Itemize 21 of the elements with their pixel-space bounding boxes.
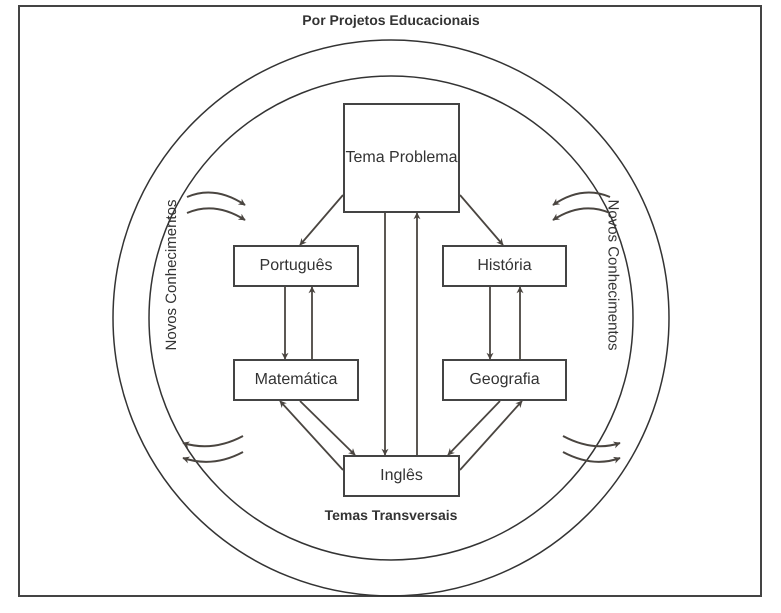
arrow (308, 286, 316, 359)
title: Por Projetos Educacionais (302, 11, 480, 30)
subject-box: Matemática (233, 359, 359, 401)
arrow (282, 287, 288, 360)
arrow (414, 212, 420, 455)
subject-box: História (442, 245, 567, 287)
subject-box: Português (233, 245, 359, 287)
arrow (459, 400, 523, 471)
arrow (299, 400, 356, 456)
arrow (299, 194, 344, 246)
arrow (279, 400, 344, 471)
band-label: Temas Transversais (324, 506, 458, 525)
arrow (447, 400, 501, 456)
arrow (382, 213, 388, 456)
subject-box: Tema Problema (343, 103, 460, 213)
subject-box: Geografia (442, 359, 567, 401)
subject-box: Inglês (343, 455, 460, 497)
arrow (516, 286, 524, 359)
arrow (486, 287, 494, 360)
ring-label: Novos Conhecimentos (162, 200, 181, 350)
arrow (459, 194, 504, 246)
